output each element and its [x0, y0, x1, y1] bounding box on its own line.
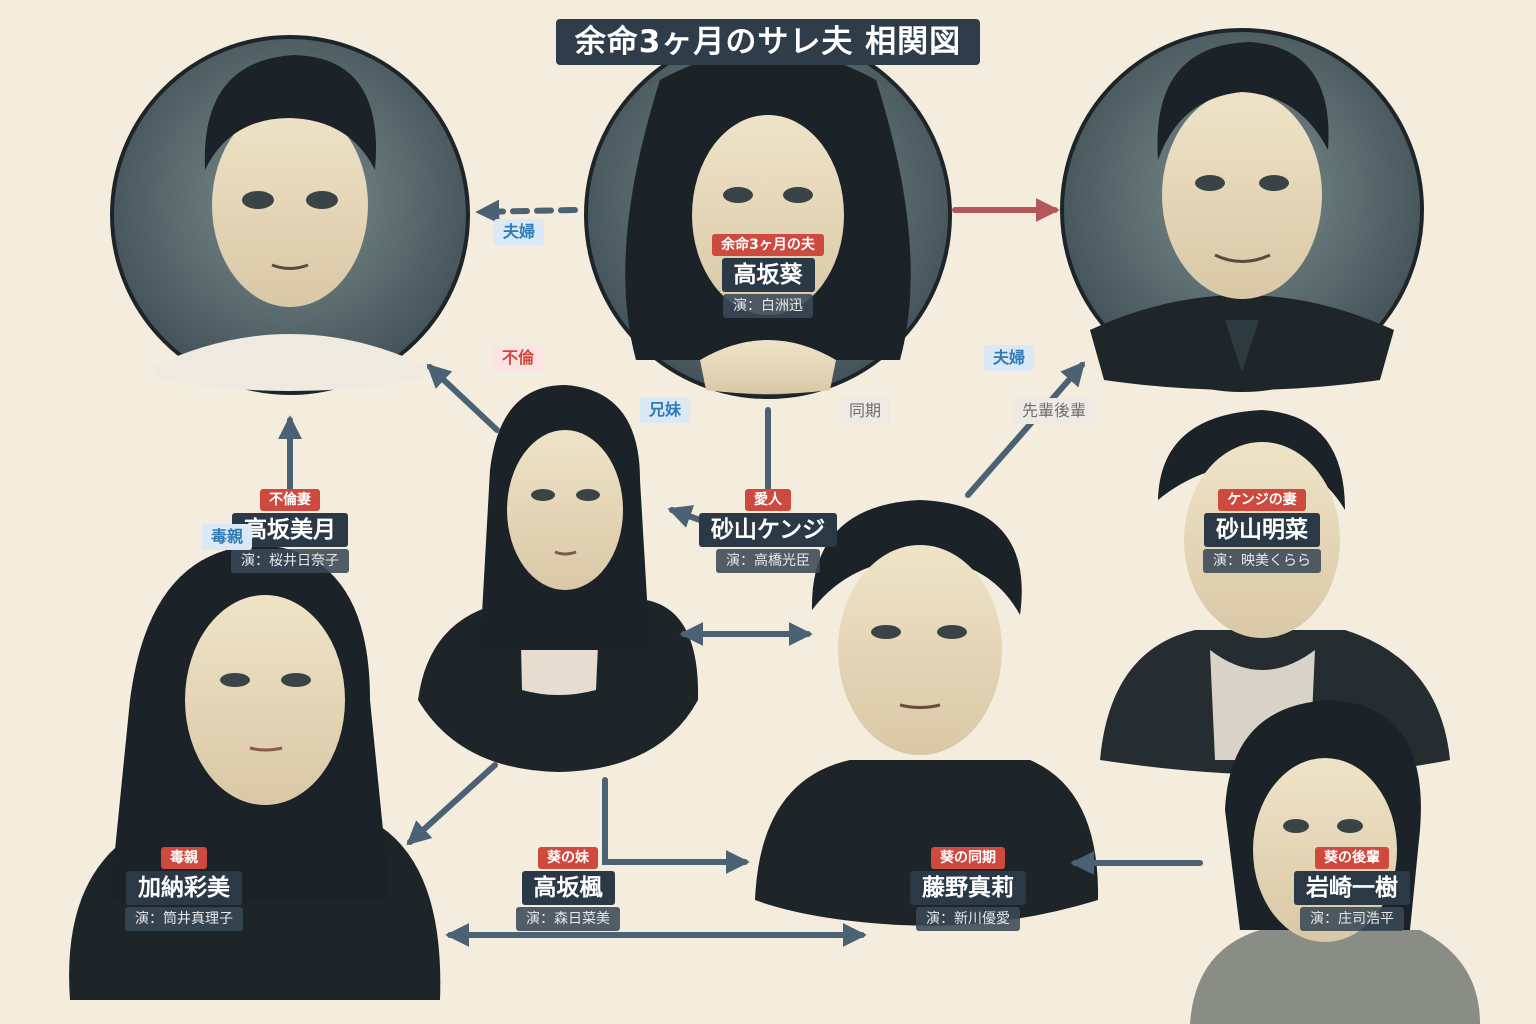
- arrow-kaede-to-ayami: [406, 762, 498, 846]
- arrow-kenji-to-kaede: [667, 505, 703, 528]
- person-tag-itsuki: 葵の後輩 岩崎一樹 演：庄司浩平: [1212, 847, 1492, 931]
- person-name: 砂山ケンジ: [698, 513, 838, 547]
- role-badge: 葵の妹: [538, 847, 598, 869]
- role-badge: 余命3ヶ月の夫: [712, 234, 824, 256]
- actor-credit: 演：筒井真理子: [125, 907, 243, 931]
- person-name: 高坂葵: [721, 258, 815, 292]
- person-tag-kenji: 愛人 砂山ケンジ 演：高橋光臣: [628, 489, 908, 573]
- person-tag-mari: 葵の同期 藤野真莉 演：新川優愛: [828, 847, 1108, 931]
- chart-title: 余命3ヶ月のサレ夫 相関図: [556, 19, 980, 65]
- relation-label-senpai: 先輩後輩: [1013, 398, 1096, 424]
- role-badge: 不倫妻: [260, 489, 320, 511]
- actor-credit: 演：桜井日奈子: [231, 549, 349, 573]
- relation-label-dokuoya: 毒親: [202, 524, 253, 550]
- arrow-kaede-to-mari: [602, 777, 750, 874]
- arrow-aoi-to-mizuki: [475, 199, 578, 224]
- actor-credit: 演：森日菜美: [516, 907, 620, 931]
- role-badge: ケンジの妻: [1218, 489, 1306, 511]
- actor-credit: 演：庄司浩平: [1300, 907, 1404, 931]
- actor-credit: 演：高橋光臣: [716, 549, 820, 573]
- person-name: 砂山明菜: [1204, 513, 1320, 547]
- person-name: 藤野真莉: [910, 871, 1026, 905]
- role-badge: 毒親: [161, 847, 207, 869]
- person-name: 加納彩美: [126, 871, 242, 905]
- relation-label-kyoudai: 兄妹: [640, 397, 691, 423]
- person-tag-ayami: 毒親 加納彩美 演：筒井真理子: [44, 847, 324, 931]
- relation-label-furin: 不倫: [493, 345, 544, 371]
- relation-label-fuufu-right: 夫婦: [984, 345, 1035, 371]
- role-badge: 葵の同期: [931, 847, 1005, 869]
- portrait-kaede: [418, 385, 699, 772]
- relation-label-fuufu-left: 夫婦: [494, 219, 545, 245]
- portrait-aoi: [584, 31, 952, 399]
- portrait-mizuki: [110, 35, 470, 395]
- arrow-mari-to-kenji: [965, 361, 1086, 498]
- actor-credit: 演：映美くらら: [1203, 549, 1321, 573]
- actor-credit: 演：白洲迅: [723, 294, 813, 318]
- person-tag-kaede: 葵の妹 高坂楓 演：森日菜美: [428, 847, 708, 931]
- person-tag-akina: ケンジの妻 砂山明菜 演：映美くらら: [1122, 489, 1402, 573]
- person-tag-aoi: 余命3ヶ月の夫 高坂葵 演：白洲迅: [628, 234, 908, 318]
- person-name: 高坂楓: [521, 871, 615, 905]
- role-badge: 葵の後輩: [1315, 847, 1389, 869]
- person-name: 岩崎一樹: [1294, 871, 1410, 905]
- arrows: [278, 198, 1203, 947]
- arrow-kaede-to-mizuki: [426, 363, 500, 433]
- person-tag-mizuki: 不倫妻 高坂美月 演：桜井日奈子: [150, 489, 430, 573]
- portrait-kenji: [1060, 28, 1424, 392]
- portrait-ayami: [69, 545, 441, 1000]
- role-badge: 愛人: [745, 489, 791, 511]
- actor-credit: 演：新川優愛: [916, 907, 1020, 931]
- relation-label-douki: 同期: [840, 398, 891, 424]
